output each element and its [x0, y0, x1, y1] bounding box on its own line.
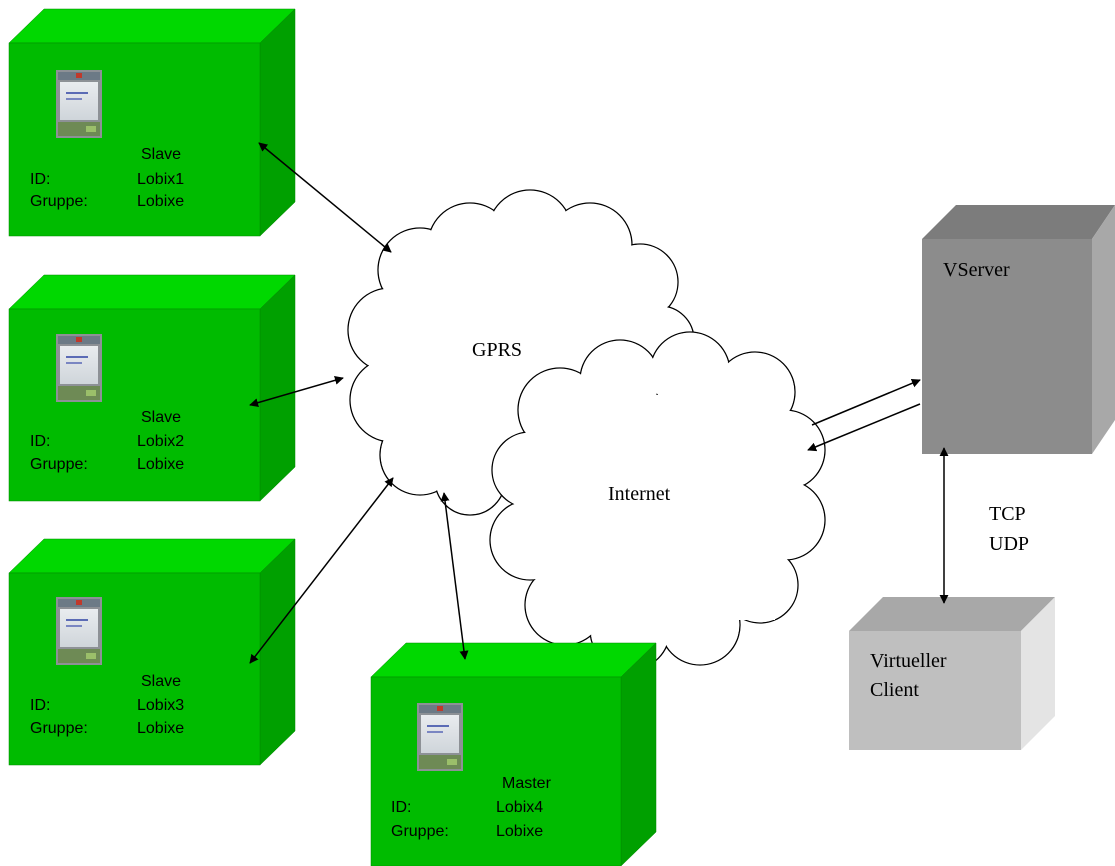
- device-node-slave-3: Slave ID: Lobix3 Gruppe: Lobixe: [8, 538, 296, 766]
- device-node-slave-2: Slave ID: Lobix2 Gruppe: Lobixe: [8, 274, 296, 502]
- device-group-value: Lobixe: [496, 823, 543, 840]
- device-group-value: Lobixe: [137, 456, 184, 473]
- device-thumbnail-icon: [56, 70, 102, 138]
- device-role: Slave: [141, 409, 181, 426]
- device-role: Master: [502, 775, 552, 792]
- link-slave2-gprs: [249, 375, 344, 408]
- device-thumbnail-icon: [56, 597, 102, 665]
- device-id-label: ID:: [30, 433, 50, 450]
- device-group-label: Gruppe:: [30, 720, 88, 737]
- device-thumbnail-icon: [56, 334, 102, 402]
- device-id-value: Lobix4: [496, 799, 543, 816]
- device-group-label: Gruppe:: [30, 456, 88, 473]
- device-id-label: ID:: [30, 171, 50, 188]
- device-node-master: Master ID: Lobix4 Gruppe: Lobixe: [370, 642, 657, 866]
- device-group-label: Gruppe:: [391, 823, 449, 840]
- vserver-node: VServer: [922, 205, 1115, 454]
- device-id-value: Lobix1: [137, 171, 184, 188]
- link-internet-vserver-1: [811, 378, 921, 426]
- device-node-slave-1: Slave ID: Lobix1 Gruppe: Lobixe: [8, 8, 296, 237]
- device-group-label: Gruppe:: [30, 193, 88, 210]
- device-role: Slave: [141, 146, 181, 163]
- client-label-line2: Client: [870, 679, 919, 701]
- link-slave3-gprs: [249, 477, 394, 664]
- link-master-gprs: [440, 492, 469, 660]
- device-id-value: Lobix3: [137, 697, 184, 714]
- vserver-label: VServer: [943, 259, 1010, 281]
- link-internet-vserver-2: [807, 403, 921, 452]
- device-id-value: Lobix2: [137, 433, 184, 450]
- internet-label: Internet: [608, 483, 671, 505]
- protocol-label-tcp: TCP: [989, 503, 1026, 525]
- device-id-label: ID:: [30, 697, 50, 714]
- device-group-value: Lobixe: [137, 193, 184, 210]
- client-label-line1: Virtueller: [870, 650, 947, 672]
- device-group-value: Lobixe: [137, 720, 184, 737]
- device-id-label: ID:: [391, 799, 411, 816]
- device-role: Slave: [141, 673, 181, 690]
- virtual-client-node: Virtueller Client: [849, 597, 1055, 750]
- link-slave1-gprs: [258, 142, 392, 253]
- protocol-label-udp: UDP: [989, 533, 1029, 555]
- gprs-label: GPRS: [472, 339, 522, 361]
- device-thumbnail-icon: [417, 703, 463, 771]
